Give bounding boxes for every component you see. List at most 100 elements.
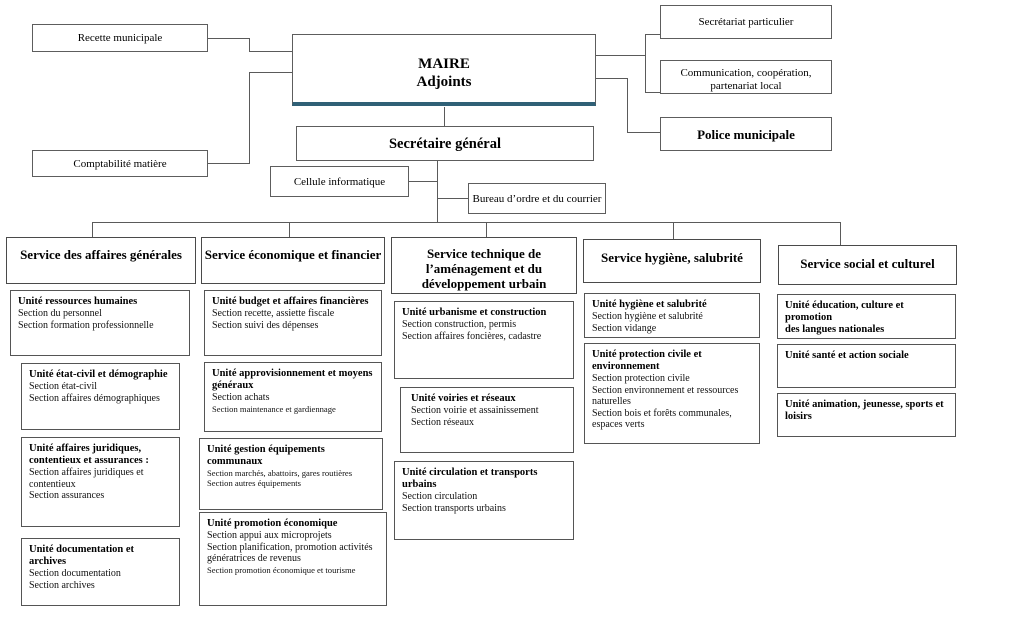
unit-section: Section construction, permis [402, 319, 517, 330]
connector-comptabilite-h2 [249, 72, 293, 73]
unit-section: Section état-civil [29, 381, 98, 392]
unit-section: Section autres équipements [207, 478, 302, 489]
unit-urbanisme-construction[interactable]: Unité urbanisme et construction Section … [394, 301, 574, 379]
unit-gestion-equipements-communaux-title: Unité gestion équipements communaux [207, 444, 325, 467]
unit-section: Section suivi des dépenses [212, 319, 319, 331]
service-header-social-culturel-label: Service social et culturel [800, 256, 935, 271]
unit-education-culture-langues[interactable]: Unité éducation, culture et promotion de… [777, 294, 956, 339]
box-cellule-informatique[interactable]: Cellule informatique [270, 166, 409, 197]
connector-sg-trunk [437, 161, 438, 222]
unit-section: contentieux [29, 478, 76, 490]
box-recette-municipale[interactable]: Recette municipale [32, 24, 208, 52]
service-header-hygiene-salubrite[interactable]: Service hygiène, salubrité [583, 239, 761, 283]
unit-voiries-reseaux[interactable]: Unité voiries et réseaux Section voirie … [400, 387, 574, 453]
unit-section: Section affaires juridiques et [29, 467, 144, 478]
connector-drop-service-3 [486, 222, 487, 237]
unit-budget-affaires-financieres[interactable]: Unité budget et affaires financières Sec… [204, 290, 382, 356]
unit-section: Section marchés, abattoirs, gares routiè… [207, 468, 353, 478]
box-police-municipale[interactable]: Police municipale [660, 117, 832, 151]
unit-circulation-transports-urbains[interactable]: Unité circulation et transports urbains … [394, 461, 574, 540]
unit-section: Section appui aux microprojets [207, 530, 332, 541]
box-comptabilite-matiere[interactable]: Comptabilité matière [32, 150, 208, 177]
connector-drop-service-1 [92, 222, 93, 237]
box-communication-cooperation-label: Communication, coopération, partenariat … [680, 67, 812, 92]
box-bureau-ordre-courrier[interactable]: Bureau d’ordre et du courrier [468, 183, 606, 214]
unit-promotion-economique-title: Unité promotion économique [207, 518, 338, 529]
unit-promotion-economique[interactable]: Unité promotion économique Section appui… [199, 512, 387, 606]
box-bureau-ordre-courrier-label: Bureau d’ordre et du courrier [472, 193, 602, 205]
unit-approvisionnement-moyens-generaux[interactable]: Unité approvisionnement et moyens généra… [204, 362, 382, 432]
connector-recette-v [249, 38, 250, 51]
unit-animation-jeunesse-sports-loisirs[interactable]: Unité animation, jeunesse, sports et loi… [777, 393, 956, 437]
connector-police-v [627, 78, 628, 132]
connector-drop-service-4 [673, 222, 674, 239]
connector-maire-sg [444, 107, 445, 127]
unit-section: Section protection civile [592, 373, 690, 384]
box-secretaire-general-label: Secrétaire général [388, 136, 502, 152]
connector-recette-h2 [249, 51, 293, 52]
unit-section: Section hygiène et salubrité [592, 311, 703, 322]
unit-gestion-equipements-communaux[interactable]: Unité gestion équipements communaux Sect… [199, 438, 383, 510]
box-maire-line2: Adjoints [416, 74, 472, 90]
unit-section: Section du personnel [18, 308, 102, 319]
unit-education-culture-langues-title: Unité éducation, culture et promotion de… [785, 300, 904, 335]
unit-protection-civile-environnement[interactable]: Unité protection civile et environnement… [584, 343, 760, 444]
service-header-affaires-generales[interactable]: Service des affaires générales [6, 237, 196, 284]
unit-documentation-archives-title: Unité documentation et archives [29, 544, 134, 567]
unit-section: Section environnement et ressources [592, 384, 739, 396]
unit-section: espaces verts [592, 419, 645, 431]
unit-budget-affaires-financieres-title: Unité budget et affaires financières [212, 296, 369, 307]
connector-sec-part-v [645, 34, 646, 92]
unit-sante-action-sociale-title: Unité santé et action sociale [785, 350, 909, 361]
connector-police-h [627, 132, 661, 133]
connector-drop-service-2 [289, 222, 290, 237]
connector-comptabilite-v [249, 72, 250, 164]
unit-hygiene-salubrite[interactable]: Unité hygiène et salubrité Section hygiè… [584, 293, 760, 338]
service-header-economique-financier[interactable]: Service économique et financier [201, 237, 385, 284]
connector-comptabilite-h1 [208, 163, 250, 164]
unit-section: Section transports urbains [402, 502, 506, 514]
unit-animation-jeunesse-sports-loisirs-title: Unité animation, jeunesse, sports et loi… [785, 399, 944, 422]
box-recette-municipale-label: Recette municipale [77, 32, 163, 44]
service-header-technique-amenagement[interactable]: Service technique de l’aménagement et du… [391, 237, 577, 294]
box-cellule-informatique-label: Cellule informatique [293, 176, 386, 188]
unit-ressources-humaines[interactable]: Unité ressources humaines Section du per… [10, 290, 190, 356]
unit-section: Section voirie et assainissement [411, 405, 539, 416]
unit-affaires-juridiques[interactable]: Unité affaires juridiques, contentieux e… [21, 437, 180, 527]
unit-section: Section promotion économique et tourisme [207, 564, 356, 575]
unit-ressources-humaines-title: Unité ressources humaines [18, 296, 138, 307]
box-communication-cooperation[interactable]: Communication, coopération, partenariat … [660, 60, 832, 94]
unit-section: Section affaires foncières, cadastre [402, 330, 542, 342]
box-maire-line1: MAIRE [418, 56, 470, 72]
unit-section: Section planification, promotion activit… [207, 541, 373, 553]
unit-section: Section maintenance et gardiennage [212, 403, 336, 414]
unit-circulation-transports-urbains-title: Unité circulation et transports urbains [402, 467, 538, 490]
box-secretariat-particulier-label: Secrétariat particulier [698, 16, 794, 28]
connector-maire-right-h2 [596, 78, 628, 79]
box-secretaire-general[interactable]: Secrétaire général [296, 126, 594, 161]
unit-section: Section réseaux [411, 416, 475, 428]
unit-sante-action-sociale[interactable]: Unité santé et action sociale [777, 344, 956, 388]
unit-hygiene-salubrite-title: Unité hygiène et salubrité [592, 299, 707, 310]
unit-urbanisme-construction-title: Unité urbanisme et construction [402, 307, 547, 318]
connector-cellule-h [409, 181, 438, 182]
box-maire[interactable]: MAIRE Adjoints [292, 34, 596, 106]
unit-etat-civil-demographie[interactable]: Unité état-civil et démographie Section … [21, 363, 180, 430]
unit-section: Section documentation [29, 568, 121, 579]
service-header-economique-financier-label: Service économique et financier [204, 247, 382, 262]
unit-section: génératrices de revenus [207, 553, 301, 565]
connector-recette-h1 [208, 38, 250, 39]
unit-voiries-reseaux-title: Unité voiries et réseaux [411, 393, 516, 404]
service-header-social-culturel[interactable]: Service social et culturel [778, 245, 957, 285]
unit-section: Section recette, assiette fiscale [212, 308, 335, 319]
unit-section: Section assurances [29, 490, 105, 502]
unit-section: Section affaires démographiques [29, 392, 160, 404]
unit-affaires-juridiques-title: Unité affaires juridiques, contentieux e… [29, 443, 149, 466]
connector-services-bus [92, 222, 840, 223]
unit-section: naturelles [592, 396, 631, 408]
unit-section: Section vidange [592, 322, 657, 334]
unit-section: Section achats [212, 392, 270, 403]
unit-documentation-archives[interactable]: Unité documentation et archives Section … [21, 538, 180, 606]
box-secretariat-particulier[interactable]: Secrétariat particulier [660, 5, 832, 39]
